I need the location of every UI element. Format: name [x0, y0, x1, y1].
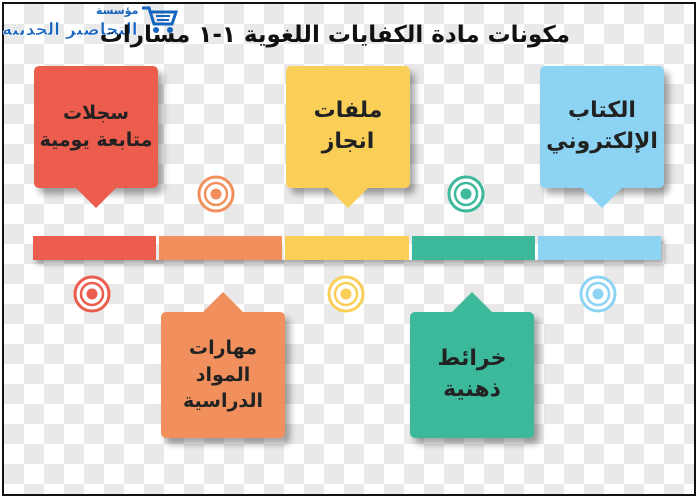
target-icon-orange	[197, 175, 235, 213]
target-icon-blue	[579, 275, 617, 313]
card-subject-skills: مهارات المواد الدراسية	[161, 292, 285, 438]
card-mind-maps: خرائط ذهنية	[410, 292, 534, 438]
card-daily-records: سجلات متابعة يومية	[34, 66, 158, 208]
card-line: المواد	[195, 363, 251, 386]
timeline-segment-blue	[537, 236, 662, 260]
card-line: مهارات	[189, 337, 257, 360]
timeline-bar	[33, 236, 662, 260]
card-line: خرائط	[437, 346, 507, 372]
card-achievement-files: ملفات انجاز	[286, 66, 410, 208]
timeline-segment-yellow	[285, 236, 409, 260]
card-line: ملفات	[313, 98, 383, 124]
logo-subtitle: مؤسسة	[96, 4, 139, 17]
timeline-segment-orange	[159, 236, 283, 260]
card-line: ذهنية	[443, 377, 501, 402]
card-line: الكتاب	[568, 98, 636, 124]
publisher-logo: مؤسسة التحاضير الحديثة	[0, 0, 190, 50]
logo-name: التحاضير الحديثة	[2, 20, 138, 41]
card-line: متابعة يومية	[39, 129, 153, 151]
cart-icon	[142, 6, 179, 33]
timeline-segment-teal	[411, 236, 535, 260]
target-icon-teal	[447, 175, 485, 213]
card-ebook: الكتاب الإلكتروني	[540, 66, 664, 208]
card-line: انجاز	[321, 129, 375, 154]
card-line: الإلكتروني	[546, 129, 658, 154]
card-line: الدراسية	[182, 390, 264, 413]
target-icon-yellow	[327, 275, 365, 313]
timeline-segment-red	[33, 236, 157, 260]
target-icon-red	[73, 275, 111, 313]
diagram-title: مكونات مادة الكفايات اللغوية ١-١ مسارات	[99, 22, 570, 48]
card-line: سجلات	[63, 102, 129, 125]
